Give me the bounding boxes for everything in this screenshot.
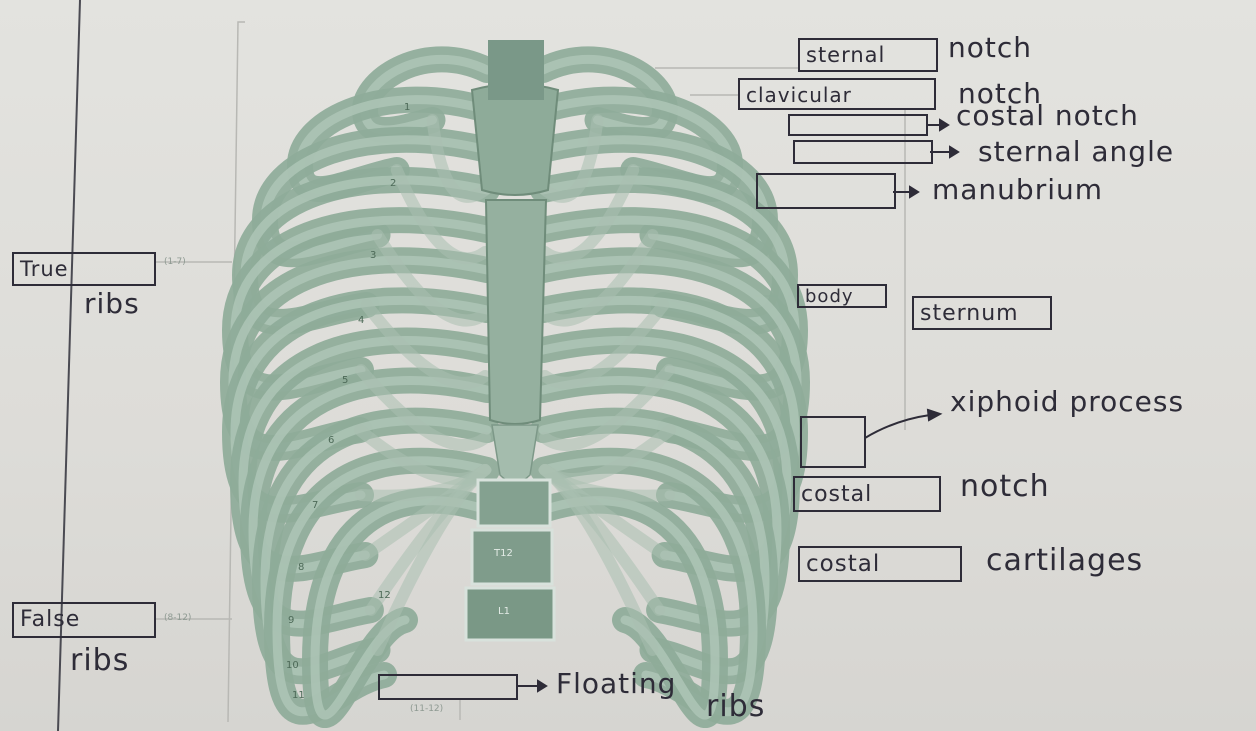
body-box[interactable]: body <box>797 284 887 308</box>
arrow-costal-notch-top <box>926 120 948 130</box>
sternal-notch-box[interactable]: sternal <box>798 38 938 72</box>
rib-number-12: 12 <box>378 590 391 601</box>
costal-cartilages-label: cartilages <box>986 546 1143 576</box>
true-ribs-label: ribs <box>84 290 140 318</box>
vertebra-label-l1: L1 <box>498 606 510 617</box>
rib-number-6: 6 <box>328 435 334 446</box>
sternal-angle-label: sternal angle <box>978 138 1174 166</box>
sternal-angle-box[interactable] <box>793 140 933 164</box>
vertebra-l1 <box>466 588 554 640</box>
false-ribs-range: (8-12) <box>164 613 191 623</box>
manubrium-shape <box>472 84 558 195</box>
floating-ribs-label-b: ribs <box>706 692 765 722</box>
xiphoid-process-label: xiphoid process <box>950 388 1184 416</box>
spine-column <box>488 40 544 100</box>
floating-ribs-box[interactable] <box>378 674 518 700</box>
manubrium-label: manubrium <box>932 176 1103 204</box>
vertebra-t11 <box>478 480 550 526</box>
clavicular-notch-box[interactable]: clavicular <box>738 78 936 110</box>
costal-notch-bottom-box[interactable]: costal <box>793 476 941 512</box>
rib-number-2: 2 <box>390 178 396 189</box>
true-ribs-box[interactable]: True <box>12 252 156 286</box>
false-ribs-box[interactable]: False <box>12 602 156 638</box>
costal-notch-bottom-label: notch <box>960 472 1050 502</box>
rib-number-7: 7 <box>312 500 318 511</box>
arrow-sternal-angle <box>930 147 958 157</box>
rib-number-5: 5 <box>342 375 348 386</box>
rib-number-11: 11 <box>292 690 305 701</box>
rib-number-3: 3 <box>370 250 376 261</box>
sternal-notch-label: notch <box>948 34 1032 62</box>
arrow-xiphoid <box>865 410 940 438</box>
rib-number-8: 8 <box>298 562 304 573</box>
costal-notch-top-box[interactable] <box>788 114 928 136</box>
rib-number-9: 9 <box>288 615 294 626</box>
vertebra-label-t12: T12 <box>494 548 513 559</box>
arrow-floating <box>517 681 546 691</box>
false-ribs-label: ribs <box>70 646 129 676</box>
sternum-body-shape <box>486 200 546 424</box>
costal-notch-top-label: costal notch <box>956 102 1139 130</box>
rib-number-10: 10 <box>286 660 299 671</box>
xiphoid-process-box[interactable] <box>800 416 866 468</box>
true-ribs-range: (1-7) <box>164 257 186 267</box>
costal-cartilages-box[interactable]: costal <box>798 546 962 582</box>
floating-ribs-label-a: Floating <box>556 670 676 698</box>
rib-number-1: 1 <box>404 102 410 113</box>
floating-ribs-range: (11-12) <box>410 704 443 714</box>
rib-number-4: 4 <box>358 315 364 326</box>
sternum-box[interactable]: sternum <box>912 296 1052 330</box>
manubrium-box[interactable] <box>756 173 896 209</box>
